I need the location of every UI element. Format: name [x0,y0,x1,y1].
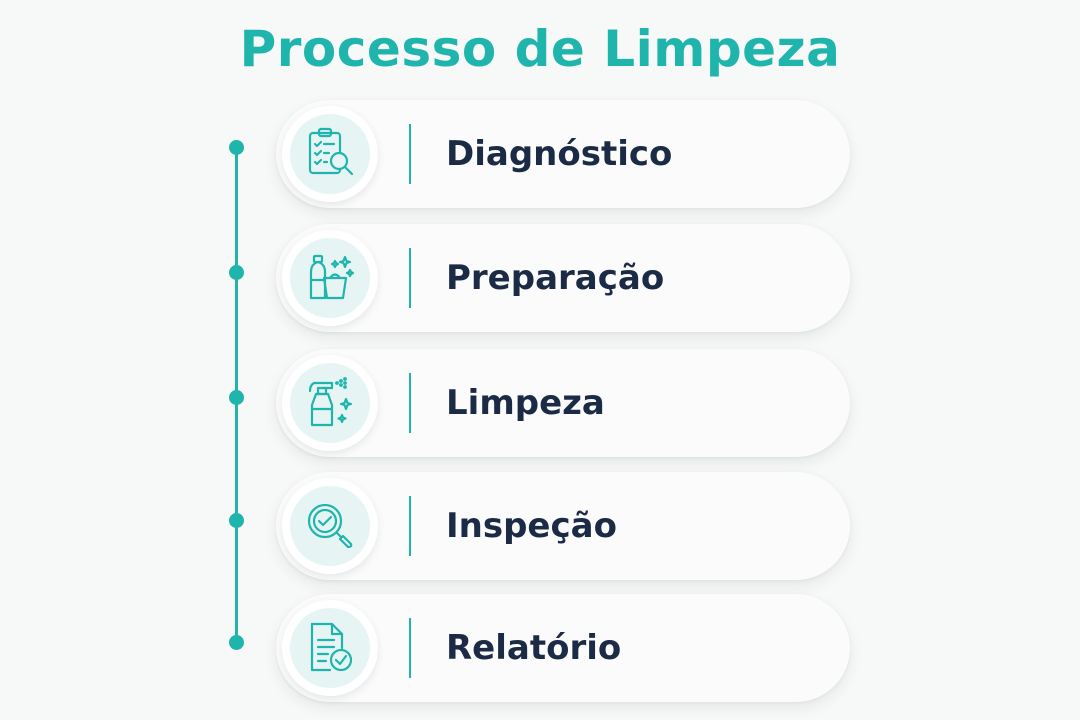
step-divider [409,618,411,678]
timeline-dot-5 [229,635,244,650]
step-card-preparacao: Preparação [276,224,850,332]
step-card-inspecao: Inspeção [276,472,850,580]
timeline-dot-3 [229,390,244,405]
clipboard-magnifier-icon [308,127,354,176]
step-label: Diagnóstico [446,134,673,174]
timeline-dot-1 [229,140,244,155]
step-divider [409,248,411,308]
step-divider [409,373,411,433]
step-card-relatorio: Relatório [276,594,850,702]
step-card-diagnostico: Diagnóstico [276,100,850,208]
step-label: Inspeção [446,506,617,546]
step-label: Preparação [446,258,665,298]
timeline-dot-2 [229,265,244,280]
spray-bottle-icon [308,377,353,427]
step-divider [409,124,411,184]
timeline-dot-4 [229,513,244,528]
step-label: Limpeza [446,383,605,423]
step-icon-badge [282,478,378,574]
step-card-limpeza: Limpeza [276,349,850,457]
page-title: Processo de Limpeza [239,20,841,78]
step-divider [409,496,411,556]
step-label: Relatório [446,628,622,668]
report-check-icon [310,622,353,672]
step-icon-badge [282,106,378,202]
step-icon-badge [282,355,378,451]
step-icon-badge [282,230,378,326]
cleaning-supplies-icon [309,254,355,300]
step-icon-badge [282,600,378,696]
magnifier-check-icon [307,503,353,549]
